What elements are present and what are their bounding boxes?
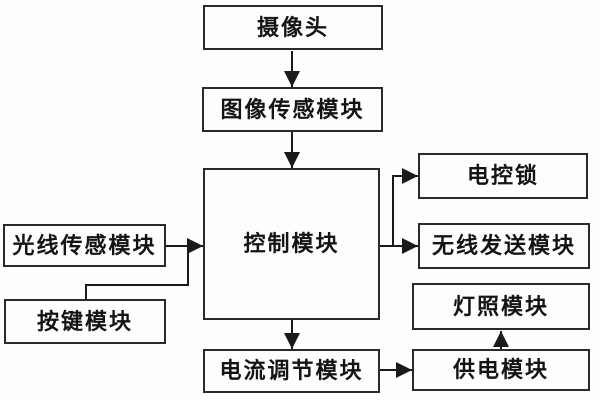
node-label-control: 控制模块: [243, 231, 340, 256]
flowchart-node-lighting: 灯照模块: [412, 283, 590, 330]
flowchart-node-key-button: 按键模块: [4, 299, 166, 344]
node-label-current-regulator: 电流调节模块: [219, 358, 364, 383]
flowchart-node-power-supply: 供电模块: [412, 349, 590, 391]
node-label-wireless-send: 无线发送模块: [431, 233, 576, 258]
node-label-electric-lock: 电控锁: [466, 163, 539, 188]
edge-control-to-electric-lock: [380, 168, 418, 247]
flowchart-node-image-sensor: 图像传感模块: [202, 87, 383, 132]
node-label-light-sensor: 光线传感模块: [12, 232, 157, 258]
node-label-key-button: 按键模块: [36, 308, 133, 334]
node-label-power-supply: 供电模块: [452, 357, 549, 382]
flowchart-node-control: 控制模块: [203, 168, 380, 320]
edge-key-button-to-control: [85, 246, 189, 299]
flowchart-node-camera: 摄像头: [203, 5, 383, 50]
flowchart-node-wireless-send: 无线发送模块: [418, 223, 590, 269]
node-label-image-sensor: 图像传感模块: [220, 96, 365, 122]
node-label-lighting: 灯照模块: [452, 293, 549, 319]
flowchart-node-current-regulator: 电流调节模块: [203, 349, 380, 393]
flowchart-node-light-sensor: 光线传感模块: [3, 224, 166, 267]
flowchart-node-electric-lock: 电控锁: [418, 153, 588, 199]
node-label-camera: 摄像头: [256, 14, 329, 40]
